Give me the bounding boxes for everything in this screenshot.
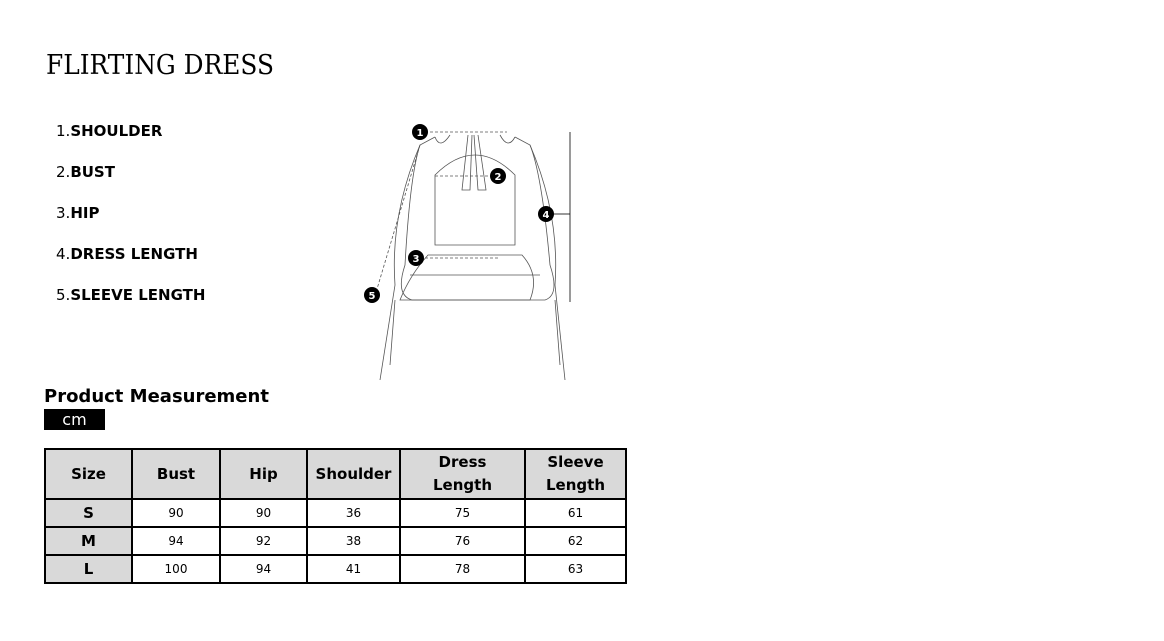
sleeve-guide xyxy=(376,144,421,290)
shoulder-cell: 41 xyxy=(306,554,401,584)
marker-label: 1 xyxy=(417,128,424,139)
unit-badge: cm xyxy=(44,409,105,430)
marker-label: 5 xyxy=(369,291,376,302)
size-cell: M xyxy=(44,526,133,556)
dress-sketch xyxy=(379,134,566,381)
header-sleeve-length: Sleeve Length xyxy=(524,448,627,500)
section-title: Product Measurement xyxy=(44,386,269,407)
marker-2 xyxy=(490,168,506,184)
table-row: L 100 94 41 78 63 xyxy=(44,554,627,584)
list-item: 4.DRESS LENGTH xyxy=(56,245,205,286)
measurement-points-list: 1.SHOULDER 2.BUST 3.HIP 4.DRESS LENGTH 5… xyxy=(56,122,205,327)
list-item: 3.HIP xyxy=(56,204,205,245)
marker-4 xyxy=(538,206,554,222)
size-cell: S xyxy=(44,498,133,528)
hip-cell: 94 xyxy=(219,554,308,584)
size-table: Size Bust Hip Shoulder Dress Length Slee… xyxy=(44,448,627,584)
dress-length-cell: 75 xyxy=(399,498,526,528)
marker-3 xyxy=(408,250,424,266)
list-item: 1.SHOULDER xyxy=(56,122,205,163)
header-shoulder: Shoulder xyxy=(306,448,401,500)
dress-diagram: 1 2 3 4 5 xyxy=(364,124,571,381)
item-label: SLEEVE LENGTH xyxy=(70,286,206,304)
marker-5 xyxy=(364,287,380,303)
sleeve-length-cell: 62 xyxy=(524,526,627,556)
header-size: Size xyxy=(44,448,133,500)
bust-cell: 90 xyxy=(131,498,221,528)
product-title: FLIRTING DRESS xyxy=(46,50,275,81)
marker-label: 4 xyxy=(543,210,550,221)
shoulder-cell: 38 xyxy=(306,526,401,556)
item-label: BUST xyxy=(70,163,115,181)
marker-label: 3 xyxy=(413,254,420,265)
shoulder-cell: 36 xyxy=(306,498,401,528)
table-row: S 90 90 36 75 61 xyxy=(44,498,627,528)
item-label: HIP xyxy=(70,204,100,222)
sleeve-length-cell: 63 xyxy=(524,554,627,584)
list-item: 5.SLEEVE LENGTH xyxy=(56,286,205,327)
marker-label: 2 xyxy=(495,172,502,183)
table-row: M 94 92 38 76 62 xyxy=(44,526,627,556)
item-number: 5. xyxy=(56,286,71,304)
marker-1 xyxy=(412,124,428,140)
bust-cell: 94 xyxy=(131,526,221,556)
dress-length-cell: 78 xyxy=(399,554,526,584)
header-dress-length: Dress Length xyxy=(399,448,526,500)
header-hip: Hip xyxy=(219,448,308,500)
item-number: 4. xyxy=(56,245,71,263)
hip-cell: 92 xyxy=(219,526,308,556)
item-number: 2. xyxy=(56,163,71,181)
dress-length-cell: 76 xyxy=(399,526,526,556)
hip-cell: 90 xyxy=(219,498,308,528)
list-item: 2.BUST xyxy=(56,163,205,204)
size-cell: L xyxy=(44,554,133,584)
header-bust: Bust xyxy=(131,448,221,500)
sleeve-length-cell: 61 xyxy=(524,498,627,528)
table-header-row: Size Bust Hip Shoulder Dress Length Slee… xyxy=(44,448,627,500)
item-label: SHOULDER xyxy=(70,122,163,140)
item-label: DRESS LENGTH xyxy=(70,245,198,263)
item-number: 3. xyxy=(56,204,71,222)
item-number: 1. xyxy=(56,122,71,140)
bust-cell: 100 xyxy=(131,554,221,584)
